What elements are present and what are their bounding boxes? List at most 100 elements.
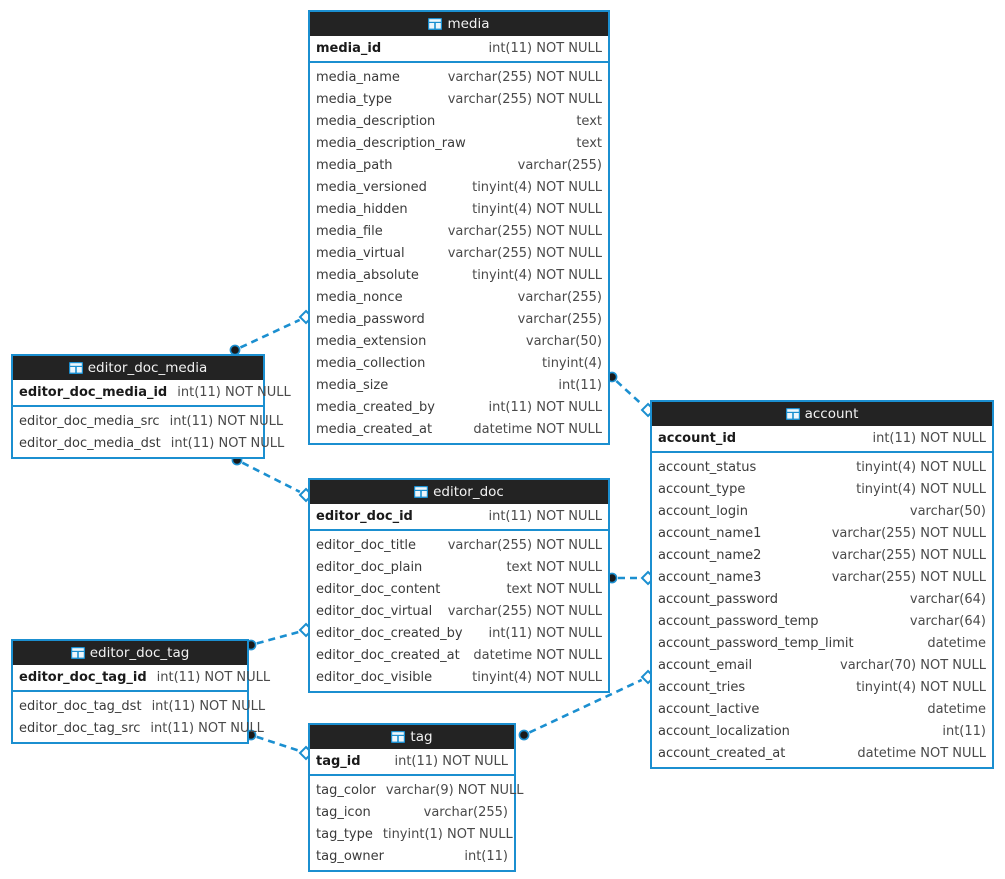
entity-header-editor_doc_media[interactable]: editor_doc_media <box>13 356 263 380</box>
entity-title: media <box>447 16 490 32</box>
column-type: varchar(255) <box>517 311 602 327</box>
column-name: tag_owner <box>316 848 384 864</box>
column-row[interactable]: tag_type tinyint(1) NOT NULL <box>310 823 514 845</box>
column-type: varchar(64) <box>909 591 986 607</box>
column-name: tag_icon <box>316 804 371 820</box>
entity-header-tag[interactable]: tag <box>310 725 514 749</box>
entity-header-account[interactable]: account <box>652 402 992 426</box>
entity-title: editor_doc_media <box>87 360 208 376</box>
column-name: tag_type <box>316 826 373 842</box>
column-name: media_absolute <box>316 267 419 283</box>
column-type: varchar(255) <box>423 804 508 820</box>
column-type: tinyint(1) NOT NULL <box>382 826 513 842</box>
column-type: varchar(255) NOT NULL <box>447 69 602 85</box>
column-name: account_name3 <box>658 569 762 585</box>
relationship-rel-media-account[interactable] <box>606 371 656 418</box>
relationship-rel-edt-editordoc[interactable] <box>245 622 314 651</box>
column-type: varchar(255) NOT NULL <box>447 537 602 553</box>
column-name: account_lactive <box>658 701 760 717</box>
column-type: datetime NOT NULL <box>473 647 602 663</box>
relationship-line <box>241 461 301 493</box>
column-type: int(11) <box>942 723 986 739</box>
entity-title: account <box>804 406 859 422</box>
entity-header-editor_doc[interactable]: editor_doc <box>310 480 608 504</box>
column-type: int(11) NOT NULL <box>169 413 284 429</box>
column-type: int(11) NOT NULL <box>170 435 285 451</box>
column-name: account_name2 <box>658 547 762 563</box>
relationship-rel-edm-editordoc[interactable] <box>231 454 314 503</box>
column-type: varchar(255) NOT NULL <box>831 569 986 585</box>
relationship-rel-editordoc-account[interactable] <box>606 570 656 586</box>
column-name: media_virtual <box>316 245 405 261</box>
column-name: media_versioned <box>316 179 427 195</box>
column-name: media_path <box>316 157 393 173</box>
entity-header-editor_doc_tag[interactable]: editor_doc_tag <box>13 641 247 665</box>
column-row[interactable]: account_name3 varchar(255) NOT NULL <box>652 566 992 588</box>
relationship-rel-edm-media[interactable] <box>229 309 314 356</box>
column-type: varchar(255) NOT NULL <box>447 91 602 107</box>
column-row[interactable]: tag_owner int(11) <box>310 845 514 867</box>
column-name: editor_doc_title <box>316 537 417 553</box>
column-row[interactable]: editor_doc_title varchar(255) NOT NULL <box>310 534 608 556</box>
column-type: int(11) <box>464 848 508 864</box>
column-row[interactable]: tag_icon varchar(255) <box>310 801 514 823</box>
column-name: media_size <box>316 377 389 393</box>
column-name: editor_doc_virtual <box>316 603 433 619</box>
entity-header-media[interactable]: media <box>310 12 608 36</box>
